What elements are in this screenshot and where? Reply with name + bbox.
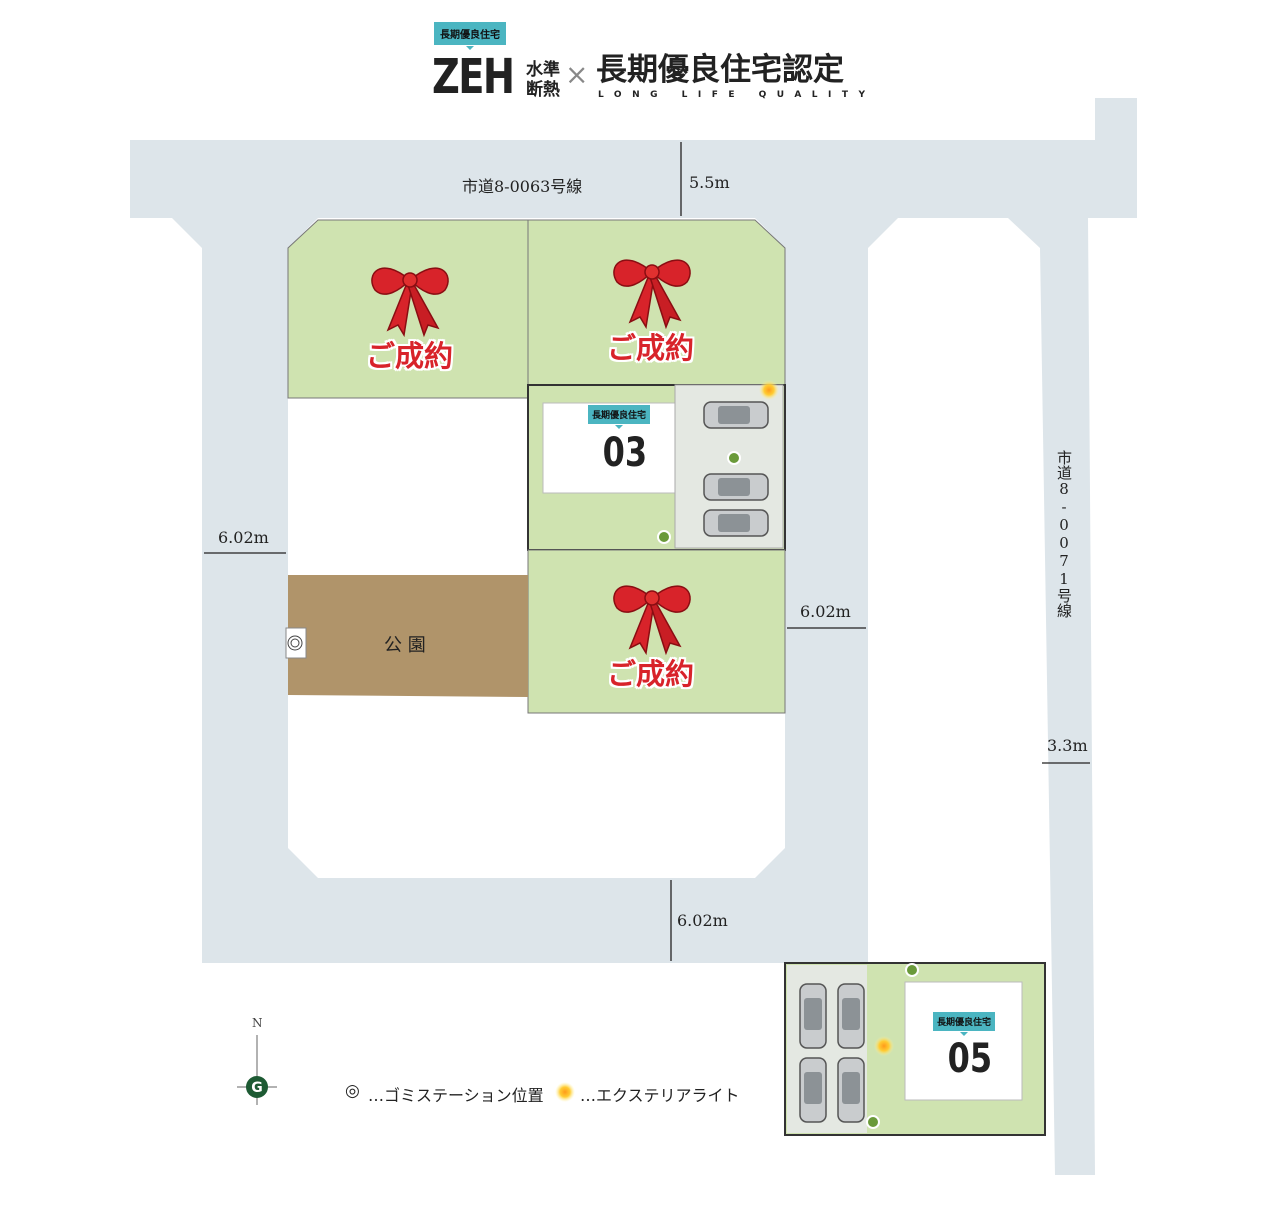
parking-car (703, 473, 769, 501)
legend-garbage-label: …ゴミステーション位置 (368, 1086, 544, 1105)
lot-03-badge: 長期優良住宅 (588, 405, 651, 429)
garbage-station-icon (287, 635, 303, 651)
legend-garbage-symbol: ◎ (345, 1081, 360, 1101)
svg-text:G: G (251, 1080, 263, 1096)
park-label: 公 園 (384, 635, 426, 656)
bottom-road-width: 6.02m (677, 911, 728, 930)
legend-light-label: …エクステリアライト (580, 1086, 740, 1105)
header-title: 長期優良住宅認定 (596, 52, 844, 88)
times-symbol: × (565, 58, 589, 91)
zeh-sub-1: 水準 (526, 60, 560, 80)
zeh-sub: 水準断熱 (526, 60, 560, 100)
lot-sold-3[interactable] (527, 549, 786, 714)
parking-car (703, 509, 769, 537)
parking-car (703, 401, 769, 429)
legend-light-icon (555, 1082, 575, 1102)
header-badge: 長期優良住宅 (434, 22, 506, 50)
lot-03-number: 03 (602, 430, 648, 476)
top-road-width: 5.5m (689, 173, 730, 192)
house-05 (904, 981, 1023, 1101)
lot-sold-2[interactable] (527, 219, 786, 386)
exterior-light-icon (874, 1036, 894, 1056)
compass: G (237, 1035, 277, 1105)
park (288, 575, 528, 697)
header-subtitle: LONG LIFE QUALITY (598, 90, 876, 100)
lot-05-number: 05 (947, 1036, 993, 1082)
top-road-name: 市道8-0063号線 (462, 177, 583, 196)
middle-road-width: 6.02m (800, 602, 851, 621)
zeh-sub-2: 断熱 (526, 80, 560, 100)
dimension-lines (204, 142, 1090, 961)
exterior-light-icon (759, 380, 779, 400)
zeh-logo: ZEH (432, 49, 515, 105)
right-road-width: 3.3m (1047, 736, 1088, 755)
lot-05-badge: 長期優良住宅 (933, 1012, 996, 1036)
sold-label: ご成約 (366, 339, 454, 373)
left-road-width: 6.02m (218, 528, 269, 547)
right-road-name: 市道8-0071号線 (1055, 450, 1073, 618)
sold-label: ご成約 (607, 331, 695, 365)
compass-north: N (252, 1016, 263, 1030)
sold-label: ご成約 (607, 657, 695, 691)
